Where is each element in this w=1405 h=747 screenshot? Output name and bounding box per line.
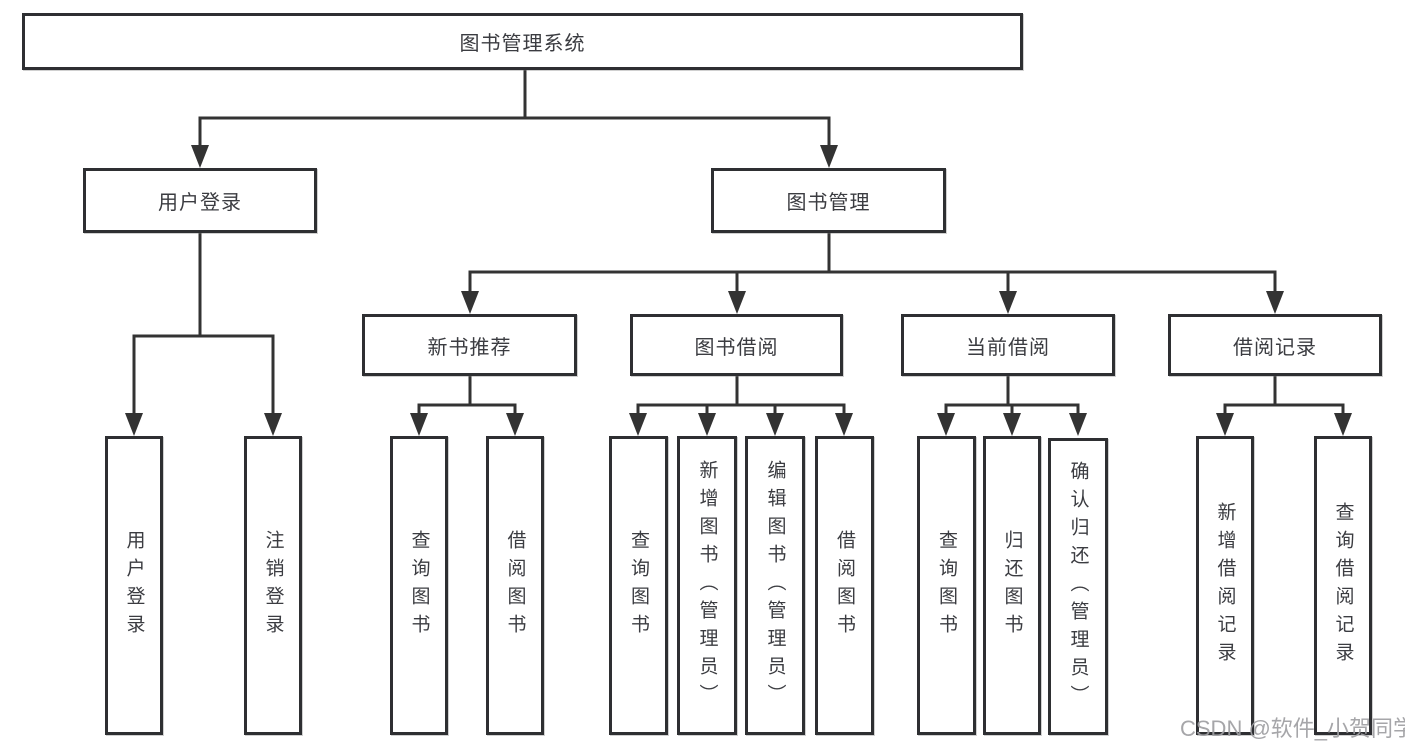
leaf-query-books-recommend: 查询图书 [390, 436, 448, 735]
node-library-management-system: 图书管理系统 [22, 13, 1023, 70]
leaf-logout-label: 注销登录 [262, 529, 284, 642]
leaf-query-books-current: 查询图书 [917, 436, 976, 735]
leaf-query-books-borrow-label: 查询图书 [628, 529, 649, 642]
csdn-watermark: CSDN @软件_小贺同学 [1180, 716, 1405, 741]
leaf-user-login-label: 用户登录 [123, 529, 145, 642]
node-book-management: 图书管理 [711, 168, 946, 233]
leaf-confirm-return-admin-label: 确认归还（管理员） [1067, 460, 1089, 713]
leaf-user-login: 用户登录 [105, 436, 163, 735]
leaf-add-borrow-record-label: 新增借阅记录 [1214, 501, 1236, 670]
node-new-book-recommendation: 新书推荐 [362, 314, 577, 376]
leaf-add-books-admin-label: 新增图书（管理员） [696, 459, 718, 712]
node-borrowing-records-label: 借阅记录 [1233, 336, 1317, 359]
leaf-borrow-books: 借阅图书 [815, 436, 874, 735]
leaf-query-books-borrow: 查询图书 [609, 436, 668, 735]
leaf-edit-books-admin: 编辑图书（管理员） [745, 436, 805, 735]
leaf-confirm-return-admin: 确认归还（管理员） [1048, 438, 1108, 735]
node-book-borrowing: 图书借阅 [630, 314, 843, 376]
leaf-query-borrow-record-label: 查询借阅记录 [1332, 501, 1354, 670]
leaf-logout: 注销登录 [244, 436, 302, 735]
leaf-edit-books-admin-label: 编辑图书（管理员） [764, 459, 786, 712]
leaf-add-books-admin: 新增图书（管理员） [677, 436, 737, 735]
leaf-query-books-current-label: 查询图书 [936, 529, 957, 642]
leaf-borrow-books-recommend: 借阅图书 [486, 436, 544, 735]
node-current-borrowing-label: 当前借阅 [966, 336, 1050, 359]
leaf-add-borrow-record: 新增借阅记录 [1196, 436, 1254, 735]
node-book-borrowing-label: 图书借阅 [694, 336, 779, 359]
connector-paths [132, 68, 1345, 416]
leaf-query-books-recommend-label: 查询图书 [408, 529, 430, 642]
leaf-return-books: 归还图书 [983, 436, 1041, 735]
node-user-login-label: 用户登录 [158, 192, 242, 214]
leaf-return-books-label: 归还图书 [1001, 529, 1023, 642]
node-new-book-recommendation-label: 新书推荐 [427, 336, 512, 359]
leaf-query-borrow-record: 查询借阅记录 [1314, 436, 1372, 735]
node-borrowing-records: 借阅记录 [1168, 314, 1382, 376]
node-user-login: 用户登录 [83, 168, 317, 233]
node-library-management-system-label: 图书管理系统 [459, 33, 586, 55]
arrowheads [125, 145, 1352, 436]
node-book-management-label: 图书管理 [786, 192, 871, 214]
leaf-borrow-books-recommend-label: 借阅图书 [504, 529, 526, 642]
node-current-borrowing: 当前借阅 [901, 314, 1115, 376]
leaf-borrow-books-label: 借阅图书 [834, 529, 855, 642]
